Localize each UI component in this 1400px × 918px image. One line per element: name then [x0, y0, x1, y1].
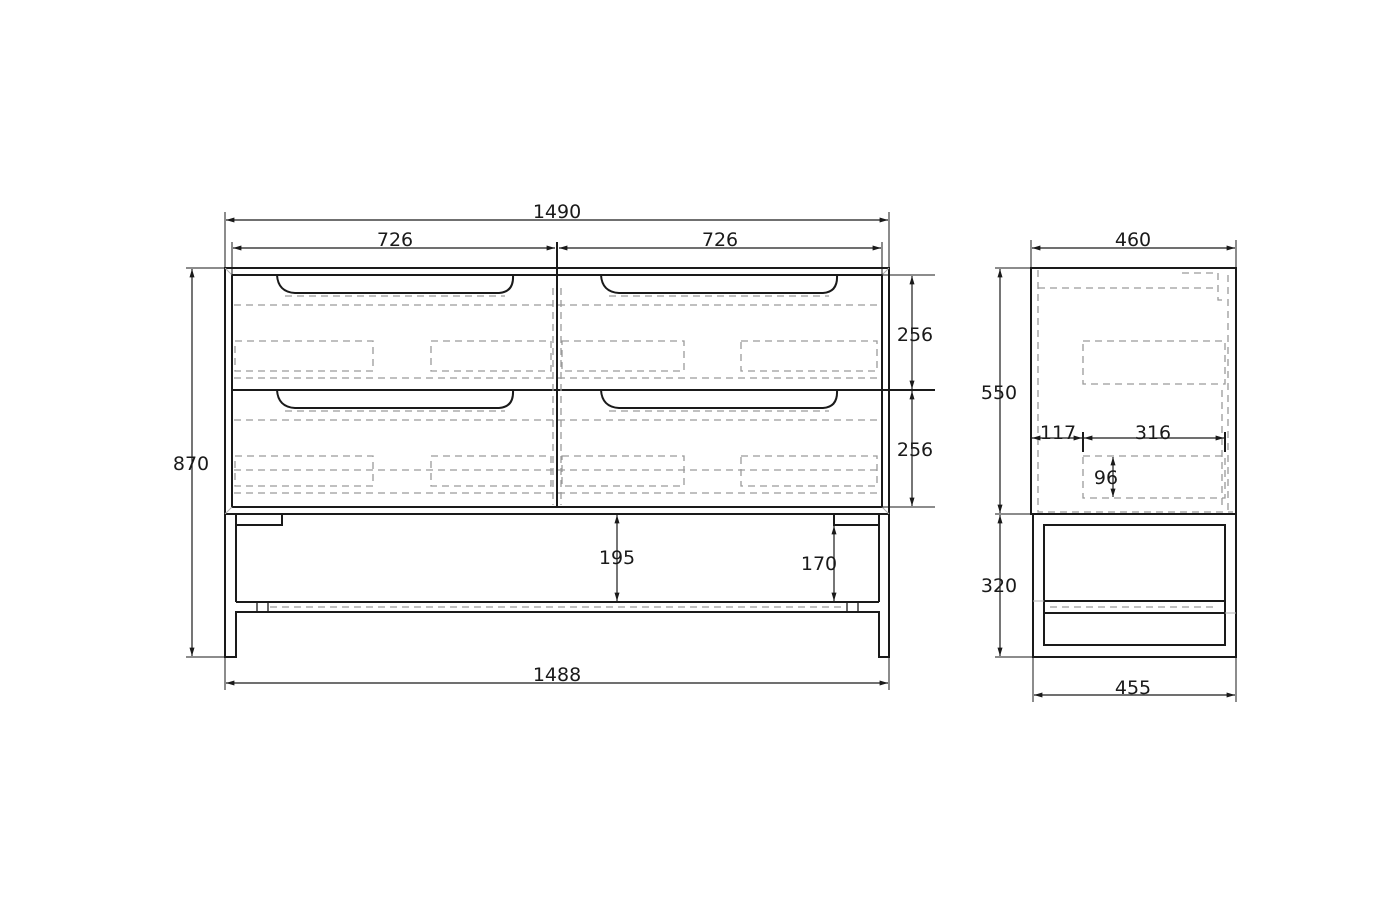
dim-overall-height: 870	[173, 453, 209, 475]
side-dimensions: 460 550 320 455 117 316 96	[981, 229, 1237, 702]
base-frame	[224, 514, 890, 658]
dim-offset: 117	[1040, 422, 1076, 444]
side-view: 460 550 320 455 117 316 96	[981, 229, 1237, 702]
dim-inner-width: 316	[1135, 422, 1171, 444]
dim-overall-width-top: 1490	[533, 201, 581, 223]
side-base-frame	[1032, 513, 1237, 658]
dim-overall-width-bottom: 1488	[533, 664, 581, 686]
dim-base-height: 320	[981, 575, 1017, 597]
drawer-handles	[276, 274, 839, 409]
dim-base-clearance: 195	[599, 547, 635, 569]
dim-drawer-height-bottom: 256	[897, 439, 933, 461]
dim-depth-top: 460	[1115, 229, 1151, 251]
front-dimensions: 1490 726 726 870 256 256 195 170 1488	[173, 201, 935, 690]
dim-depth-bottom: 455	[1115, 677, 1151, 699]
front-view: 1490 726 726 870 256 256 195 170 1488	[173, 201, 935, 690]
hidden-lines	[234, 288, 880, 505]
dim-cabinet-height: 550	[981, 382, 1017, 404]
dim-drawer-height-top: 256	[897, 324, 933, 346]
dim-inner-height: 96	[1094, 467, 1118, 489]
side-cabinet-outline	[1030, 267, 1237, 515]
dim-drawer-width-right: 726	[702, 229, 738, 251]
dim-inner-clearance: 170	[801, 553, 837, 575]
dim-drawer-width-left: 726	[377, 229, 413, 251]
side-hidden-lines	[1037, 270, 1233, 513]
